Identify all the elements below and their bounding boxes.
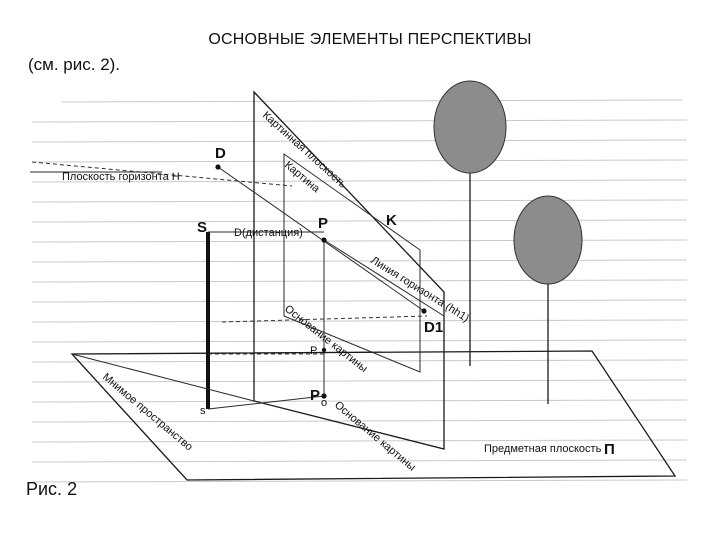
label-S: S bbox=[197, 219, 207, 236]
point-Po-dot bbox=[321, 393, 327, 399]
label-picture-base-inner: Основание картины bbox=[282, 303, 370, 375]
horizon-plane-edge bbox=[31, 161, 293, 187]
label-s: s bbox=[200, 405, 206, 417]
point-P-dot bbox=[321, 237, 327, 243]
scan-fragment-text: (см. рис. 2). bbox=[28, 55, 120, 74]
horizon-line bbox=[323, 239, 445, 317]
label-Pi: П bbox=[604, 441, 615, 458]
label-P-small: P bbox=[310, 345, 317, 357]
label-horizon-plane: Плоскость горизонта H bbox=[62, 171, 180, 183]
label-picture-base-outer: Основание картины bbox=[332, 399, 418, 474]
scan-background-lines bbox=[31, 99, 688, 483]
label-P-zero: P bbox=[310, 387, 320, 404]
object-plane bbox=[70, 350, 677, 481]
perspective-diagram: (см. рис. 2). D P K S s D1 P P o П Плоск bbox=[26, 55, 688, 499]
slide-title: ОСНОВНЫЕ ЭЛЕМЕНТЫ ПЕРСПЕКТИВЫ bbox=[208, 31, 532, 48]
figure-caption: Рис. 2 bbox=[26, 479, 77, 499]
dashed-horizontal bbox=[221, 315, 428, 323]
label-object-plane: Предметная плоскость bbox=[484, 443, 602, 455]
distance-ray bbox=[217, 166, 425, 312]
point-D-dot bbox=[215, 164, 221, 170]
label-imaginary-space: Мнимое пространство bbox=[100, 371, 195, 453]
label-P: P bbox=[318, 215, 328, 232]
point-D1-dot bbox=[421, 308, 427, 314]
label-D: D bbox=[215, 145, 226, 162]
point-Psmall-dot bbox=[321, 347, 327, 353]
imaginary-edge bbox=[71, 353, 255, 402]
label-D1: D1 bbox=[424, 319, 443, 336]
label-K: K bbox=[386, 212, 397, 229]
picture-frame bbox=[283, 153, 421, 373]
label-P-zero-sub: o bbox=[321, 397, 327, 409]
picture-plane bbox=[253, 90, 445, 450]
label-distance: D(дистанция) bbox=[234, 227, 303, 239]
ground-ray bbox=[207, 395, 325, 410]
perspective-figure: (см. рис. 2). D P K S s D1 P P o П Плоск bbox=[22, 54, 697, 513]
tree-left bbox=[433, 80, 507, 366]
tree-right bbox=[513, 195, 583, 404]
